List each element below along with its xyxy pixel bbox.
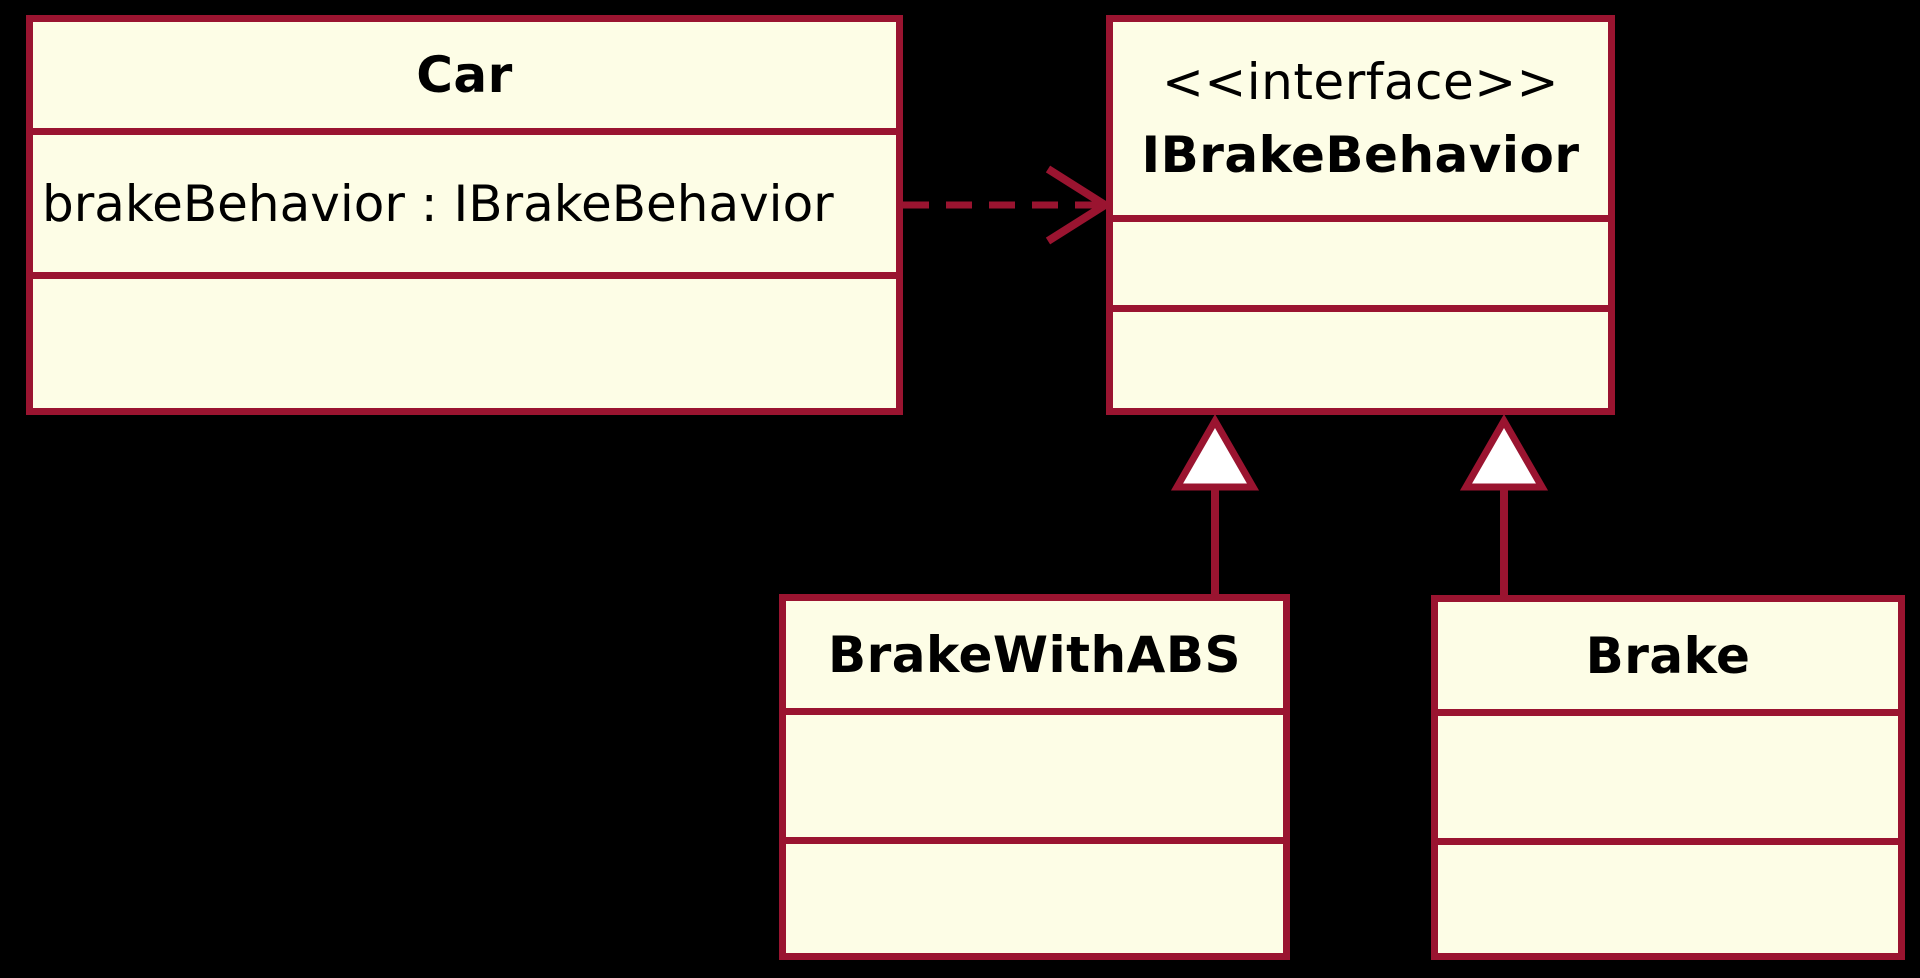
class-name: Car [416,46,513,104]
class-title-compartment: BrakeWithABS [786,601,1283,708]
class-methods-compartment [786,837,1283,953]
class-box-car: Car brakeBehavior : IBrakeBehavior [26,15,903,415]
class-methods-compartment [33,272,896,408]
hollow-triangle-icon [1459,413,1549,491]
interface-stereotype: <<interface>> [1161,53,1560,111]
class-name: IBrakeBehavior [1141,125,1580,184]
class-title-compartment: Brake [1438,602,1898,709]
class-name: BrakeWithABS [828,625,1241,684]
class-attributes-compartment [786,708,1283,837]
class-methods-compartment [1438,838,1898,953]
realization-arrow-brakewithabs-to-ibrakebehavior [1170,413,1260,601]
class-title-compartment: <<interface>> IBrakeBehavior [1113,22,1608,215]
class-box-brake: Brake [1431,595,1905,960]
class-title-compartment: Car [33,22,896,128]
attribute-text: brakeBehavior : IBrakeBehavior [42,174,834,233]
class-attributes-compartment [1113,215,1608,305]
realization-arrow-brake-to-ibrakebehavior [1459,413,1549,602]
open-arrowhead-icon [1045,165,1113,245]
class-attributes-compartment [1438,709,1898,838]
class-methods-compartment [1113,305,1608,408]
class-attributes-compartment: brakeBehavior : IBrakeBehavior [33,128,896,272]
hollow-triangle-icon [1170,413,1260,491]
class-box-ibrakebehavior: <<interface>> IBrakeBehavior [1106,15,1615,415]
class-box-brakewithabs: BrakeWithABS [779,594,1290,960]
dependency-arrow-car-to-ibrakebehavior [903,165,1113,245]
class-name: Brake [1585,626,1751,685]
